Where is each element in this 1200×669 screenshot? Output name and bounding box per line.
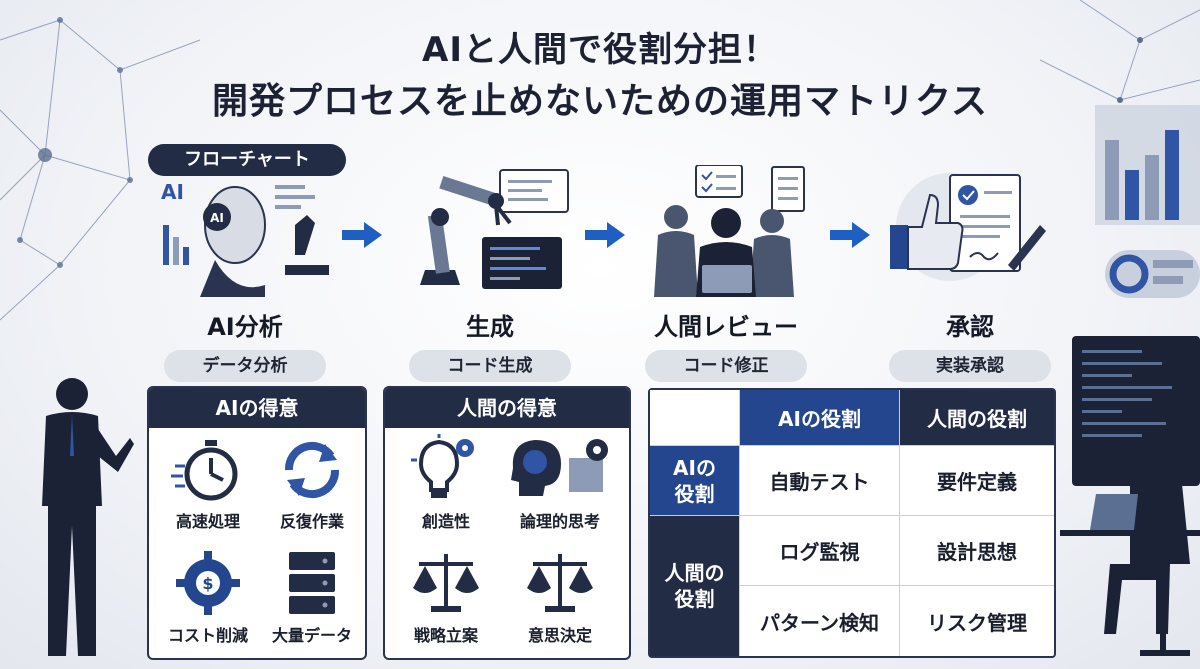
review-team-icon: [654, 164, 805, 297]
flow-step-ai-analysis: AI AI AI分析 データ分析: [155, 165, 335, 382]
strength-item: 反復作業: [257, 434, 365, 532]
flow-step-human-review: 人間レビュー コード修正: [636, 164, 816, 382]
scale-icon: [527, 554, 593, 612]
page-title-line1: AIと人間で役割分担！: [422, 30, 778, 70]
arrow-right-icon: [342, 222, 382, 248]
robot-badge-text: AI: [161, 180, 184, 204]
matrix-col-header: AIの役割: [740, 390, 900, 446]
flow-step-approval: 承認 実装承認: [880, 165, 1060, 382]
strength-item: 大量データ: [257, 548, 365, 646]
gear-dollar-icon: $: [176, 551, 240, 615]
arrow-right-icon: [585, 222, 625, 248]
strength-item: 論理的思考: [505, 434, 615, 532]
page-title-line2: 開発プロセスを止めないための運用マトリクス: [212, 81, 988, 122]
strength-item: 創造性: [391, 434, 501, 532]
step-name: 生成: [466, 313, 514, 341]
step-name: 人間レビュー: [654, 313, 798, 341]
svg-text:AI: AI: [210, 211, 224, 225]
matrix-cell: ログ監視: [740, 516, 900, 586]
matrix-cell: リスク管理: [927, 610, 1027, 635]
role-matrix: AIの役割 人間の役割 AIの 役割 人間の 役割 自動テスト 要件定義 ログ監…: [648, 388, 1056, 658]
matrix-cell: 要件定義: [900, 446, 1054, 516]
human-strengths-panel: 人間の得意 創造性 論理的思考 戦略立案: [383, 386, 631, 660]
strength-item: 戦略立案: [391, 548, 501, 646]
matrix-row-header: AIの 役割: [650, 446, 740, 516]
matrix-corner: [650, 390, 740, 446]
strength-item: 高速処理: [153, 434, 263, 532]
flow-step-generation: 生成 コード生成: [400, 165, 580, 382]
matrix-row-header: 人間の 役割: [650, 516, 740, 656]
ai-robot-icon: AI AI: [161, 180, 329, 297]
robot-arm-icon: [420, 169, 569, 289]
network-decoration-right: [1040, 0, 1200, 103]
ai-strengths-panel: AIの得意 高速処理 反復作業 $ コスト削減: [147, 386, 367, 660]
lightbulb-gear-icon: [411, 434, 474, 498]
dashboard-decoration: [1095, 105, 1200, 298]
refresh-icon: [285, 441, 339, 499]
presenter-silhouette: [42, 378, 134, 656]
step-name: 承認: [946, 313, 994, 341]
matrix-cell: パターン検知: [740, 586, 900, 656]
matrix-cell: 自動テスト: [740, 446, 900, 516]
step-sub-pill: コード生成: [409, 350, 571, 382]
panel-header: AIの得意: [149, 388, 365, 428]
network-decoration-left: [0, 17, 201, 321]
arrow-right-icon: [830, 222, 870, 248]
panel-header: 人間の得意: [385, 388, 629, 428]
strength-item: $ コスト削減: [153, 548, 263, 646]
matrix-cell: 設計思想: [900, 516, 1054, 586]
scale-icon: [413, 554, 479, 612]
step-name: AI分析: [207, 313, 283, 341]
step-sub-pill: 実装承認: [889, 350, 1051, 382]
developer-silhouette: [1060, 336, 1200, 656]
flowchart-label: フローチャート: [148, 144, 346, 176]
matrix-col-header: 人間の役割: [900, 390, 1054, 446]
strength-item: 意思決定: [505, 548, 615, 646]
step-sub-pill: データ分析: [164, 350, 326, 382]
step-sub-pill: コード修正: [645, 350, 807, 382]
brain-puzzle-icon: [511, 439, 608, 496]
stopwatch-icon: [171, 440, 238, 501]
svg-text:$: $: [202, 574, 213, 593]
server-icon: [289, 552, 335, 614]
thumbs-up-icon: [890, 173, 1046, 281]
